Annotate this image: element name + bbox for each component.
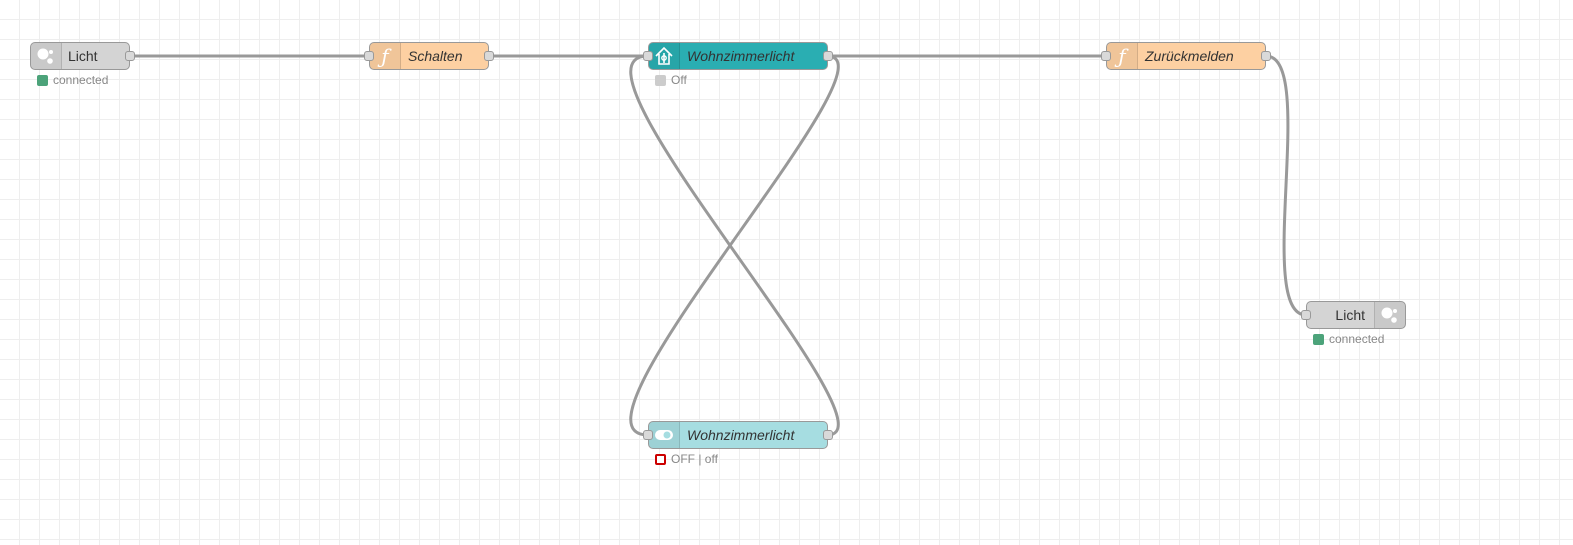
node-label: Schalten: [408, 48, 463, 64]
licht-output-node[interactable]: Licht: [1301, 301, 1406, 329]
wire-zurueckmelden-to-licht-out[interactable]: [1265, 54, 1307, 317]
input-port[interactable]: [364, 51, 374, 61]
wire-homekit-to-switch[interactable]: [629, 54, 840, 437]
node-label: Zurückmelden: [1145, 48, 1234, 64]
input-port[interactable]: [1101, 51, 1111, 61]
input-port[interactable]: [1301, 310, 1311, 320]
wohnzimmerlicht-switch-status: OFF | off: [655, 452, 718, 466]
node-label: Licht: [1335, 307, 1365, 323]
input-port[interactable]: [643, 51, 653, 61]
status-text: Off: [671, 73, 687, 87]
output-port[interactable]: [1261, 51, 1271, 61]
wire-switch-to-homekit[interactable]: [629, 54, 840, 437]
wohnzimmerlicht-homekit-node[interactable]: Wohnzimmerlicht: [643, 42, 833, 70]
status-dot-icon: [37, 74, 48, 86]
bridge-icon: [31, 43, 62, 69]
output-port[interactable]: [823, 430, 833, 440]
node-label: Licht: [68, 48, 98, 64]
status-dot-icon: [1313, 333, 1324, 345]
status-text: connected: [53, 73, 109, 87]
output-port[interactable]: [823, 51, 833, 61]
output-port[interactable]: [125, 51, 135, 61]
status-text: OFF | off: [671, 452, 718, 466]
licht-output-status: connected: [1313, 332, 1384, 346]
homekit-icon: [649, 43, 680, 69]
wohnzimmerlicht-switch-node[interactable]: Wohnzimmerlicht: [643, 421, 833, 449]
status-dot-icon: [655, 74, 666, 86]
bridge-icon: [1374, 302, 1405, 328]
node-label: Wohnzimmerlicht: [687, 427, 795, 443]
status-ring-icon: [655, 453, 666, 465]
function-icon: ƒ: [370, 43, 401, 69]
node-label: Wohnzimmerlicht: [687, 48, 795, 64]
zurueckmelden-function-node[interactable]: ƒ Zurückmelden: [1101, 42, 1271, 70]
wohnzimmerlicht-homekit-status: Off: [655, 73, 687, 87]
toggle-icon: [649, 422, 680, 448]
licht-input-node[interactable]: Licht: [30, 42, 135, 70]
licht-input-status: connected: [37, 73, 108, 87]
schalten-function-node[interactable]: ƒ Schalten: [364, 42, 494, 70]
output-port[interactable]: [484, 51, 494, 61]
input-port[interactable]: [643, 430, 653, 440]
function-icon: ƒ: [1107, 43, 1138, 69]
status-text: connected: [1329, 332, 1385, 346]
